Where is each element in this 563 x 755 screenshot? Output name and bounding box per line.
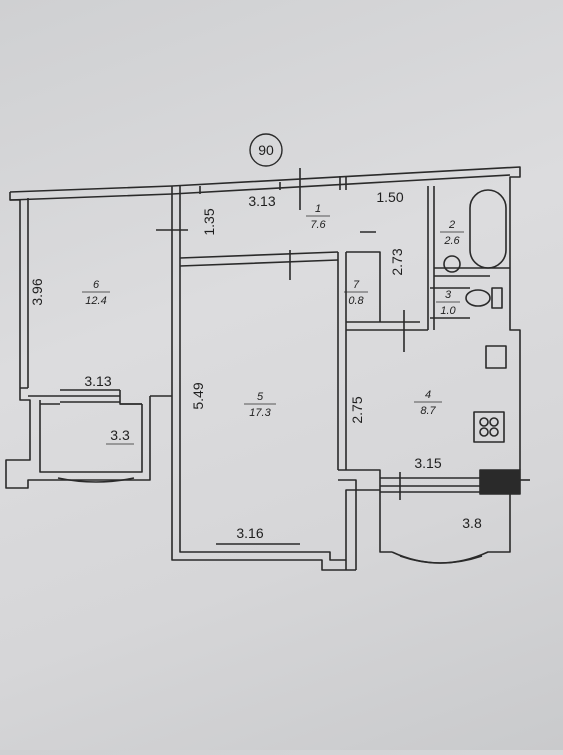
- svg-text:17.3: 17.3: [249, 407, 271, 419]
- walls: [5, 166, 530, 571]
- svg-text:1: 1: [315, 203, 321, 215]
- svg-text:7: 7: [353, 279, 360, 291]
- svg-text:0.8: 0.8: [348, 295, 364, 307]
- dim-room1-depth: 1.35: [201, 208, 217, 235]
- balcony-right-area: 3.8: [462, 515, 482, 531]
- svg-text:3: 3: [445, 289, 452, 301]
- apartment-number: 90: [258, 142, 274, 158]
- room-2: 2 2.6: [440, 219, 464, 247]
- dim-hall-width: 1.50: [376, 189, 403, 205]
- dim-room6-depth: 3.96: [29, 278, 45, 305]
- balcony-left-area: 3.3: [110, 427, 130, 443]
- room-6: 6 12.4: [82, 279, 110, 307]
- svg-text:2.6: 2.6: [443, 235, 460, 247]
- svg-text:7.6: 7.6: [310, 219, 326, 231]
- room-5: 5 17.3: [244, 391, 276, 419]
- dim-hall-depth: 2.73: [389, 248, 405, 275]
- dim-kitchen-width: 3.15: [414, 455, 441, 471]
- svg-text:1.0: 1.0: [440, 305, 456, 317]
- svg-text:6: 6: [93, 279, 100, 291]
- room-7: 7 0.8: [344, 279, 368, 307]
- dim-room5-depth: 5.49: [190, 382, 206, 409]
- dimensions: 3.13 1.50 1.35 2.73 3.96 3.13 5.49 2.75 …: [29, 189, 442, 541]
- dim-room1-width: 3.13: [248, 193, 275, 209]
- svg-text:4: 4: [425, 389, 431, 401]
- svg-text:5: 5: [257, 391, 264, 403]
- dim-room5-width: 3.16: [236, 525, 263, 541]
- svg-text:2: 2: [448, 219, 455, 231]
- dim-balcony-left-width: 3.13: [84, 373, 111, 389]
- room-1: 1 7.6: [306, 203, 330, 231]
- room-labels: 1 7.6 2 2.6 3 1.0 4 8.7 5 17.3 6 12.4: [82, 203, 464, 419]
- room-3: 3 1.0: [436, 289, 460, 317]
- room-4: 4 8.7: [414, 389, 442, 417]
- apartment-number-badge: [249, 133, 283, 167]
- svg-text:8.7: 8.7: [420, 405, 436, 417]
- dim-kitchen-depth: 2.75: [349, 396, 365, 423]
- svg-text:12.4: 12.4: [85, 295, 106, 307]
